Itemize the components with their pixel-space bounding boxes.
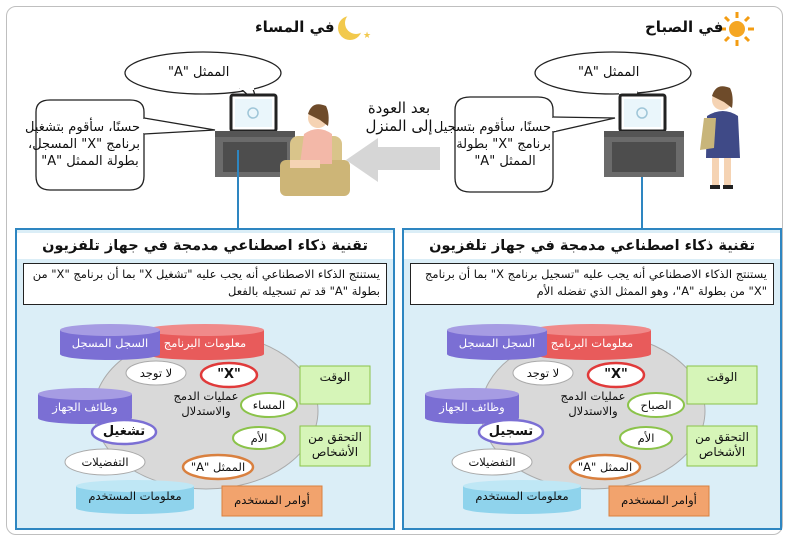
right-panel-heading: تقنية ذكاء اصطناعي مدمجة في جهاز تلفزيون	[404, 233, 780, 259]
crescent-moon-icon: ★	[338, 12, 371, 41]
evening-reply-line-1: حسنًا، سأقوم بتشغيل	[25, 120, 140, 135]
right-panel-graphics	[425, 324, 758, 517]
morning-reply-bubble	[454, 96, 616, 193]
left-time-value-ellipse	[240, 392, 298, 418]
evening-request-text: الممثل "A"	[168, 65, 230, 80]
left-mother-label: الأم	[250, 431, 268, 445]
morning-woman-figure	[700, 86, 740, 189]
left-actor-ellipse	[181, 453, 255, 481]
right-device-functions-label: وظائف الجهاز	[439, 400, 505, 414]
svg-text:★: ★	[363, 31, 371, 41]
morning-reply-line-3: الممثل "A"	[474, 154, 536, 169]
morning-reply-line-1: حسنًا، سأقوم بتسجيل	[433, 120, 551, 135]
morning-reply-line-2: برنامج "X" بطولة	[456, 137, 551, 152]
right-none-label: لا توجد	[526, 366, 560, 380]
right-recorded-log-label: السجل المسجل	[458, 336, 536, 350]
morning-tv	[604, 93, 684, 177]
left-none-ellipse	[125, 360, 187, 386]
right-preferences-ellipse	[451, 448, 533, 476]
left-center-label: عمليات الدمج والاستدلال	[173, 389, 239, 418]
left-actor-label: الممثل "A"	[190, 460, 246, 474]
right-actor-ellipse	[568, 453, 642, 481]
right-user-commands-label: أوامر المستخدم	[621, 493, 697, 507]
transition-line-2: إلى المنزل	[365, 117, 433, 135]
left-program-info-cylinder	[146, 324, 264, 360]
left-user-info-label: معلومات المستخدم	[88, 489, 182, 503]
evening-reply-line-2: برنامج "X" المسجل،	[28, 137, 140, 152]
right-mother-label: الأم	[637, 431, 655, 445]
left-x-ellipse	[199, 361, 259, 389]
right-program-info-cylinder	[533, 324, 651, 360]
right-none-ellipse	[512, 360, 574, 386]
right-program-info-label: معلومات البرنامج	[550, 336, 634, 350]
left-recorded-log-label: السجل المسجل	[71, 336, 149, 350]
right-person-check-box	[686, 425, 758, 467]
morning-request-text: الممثل "A"	[578, 65, 640, 80]
transition-line-1: بعد العودة	[367, 99, 431, 117]
left-device-functions-cylinder	[38, 388, 132, 424]
evening-reply-line-3: بطولة الممثل "A"	[41, 154, 139, 169]
left-user-commands-label: أوامر المستخدم	[234, 493, 310, 507]
left-recorded-log-cylinder	[60, 324, 160, 360]
right-device-functions-cylinder	[425, 388, 519, 424]
right-mother-ellipse	[619, 426, 673, 450]
left-panel-heading: تقنية ذكاء اصطناعي مدمجة في جهاز تلفزيون	[17, 233, 393, 259]
left-program-info-label: معلومات البرنامج	[163, 336, 247, 350]
left-preferences-label: التفضيلات	[81, 455, 129, 469]
right-center-label: عمليات الدمج والاستدلال	[560, 389, 626, 418]
left-panel-graphics	[38, 324, 371, 517]
right-user-commands-box	[608, 485, 710, 517]
right-recorded-log-cylinder	[447, 324, 547, 360]
sun-icon	[720, 12, 754, 46]
right-action-ellipse	[477, 418, 545, 446]
right-time-value-label: الصباح	[640, 398, 672, 412]
right-time-label: الوقت	[706, 370, 738, 384]
right-panel-description: يستنتج الذكاء الاصطناعي أنه يجب عليه "تس…	[410, 263, 774, 305]
evening-reply-bubble	[35, 99, 216, 191]
left-mother-ellipse	[232, 426, 286, 450]
right-action-label: تسجيل	[488, 424, 534, 439]
left-user-info-cylinder	[76, 480, 194, 514]
right-x-label: "X"	[604, 367, 628, 382]
right-time-value-ellipse	[627, 392, 685, 418]
right-person-check-label: التحقق من الأشخاص	[695, 430, 749, 459]
left-action-ellipse	[90, 418, 158, 446]
morning-title: في الصباح	[645, 18, 724, 36]
left-person-check-box	[299, 425, 371, 467]
evening-title: في المساء	[255, 18, 335, 36]
left-time-box	[299, 365, 371, 405]
left-none-label: لا توجد	[139, 366, 173, 380]
right-preferences-label: التفضيلات	[468, 455, 516, 469]
right-x-ellipse	[586, 361, 646, 389]
left-person-check-label: التحقق من الأشخاص	[308, 430, 362, 459]
evening-woman-on-sofa	[280, 104, 350, 196]
right-time-box	[686, 365, 758, 405]
right-actor-label: الممثل "A"	[577, 460, 633, 474]
left-panel-description: يستنتج الذكاء الاصطناعي أنه يجب عليه "تش…	[23, 263, 387, 305]
left-preferences-ellipse	[64, 448, 146, 476]
left-user-commands-box	[221, 485, 323, 517]
left-time-label: الوقت	[319, 370, 351, 384]
right-user-info-cylinder	[463, 480, 581, 514]
left-x-label: "X"	[217, 367, 241, 382]
transition-arrow	[346, 138, 440, 182]
left-action-label: تشغيل	[102, 424, 146, 439]
left-time-value-label: المساء	[252, 398, 286, 412]
left-device-functions-label: وظائف الجهاز	[52, 400, 118, 414]
right-user-info-label: معلومات المستخدم	[475, 489, 569, 503]
